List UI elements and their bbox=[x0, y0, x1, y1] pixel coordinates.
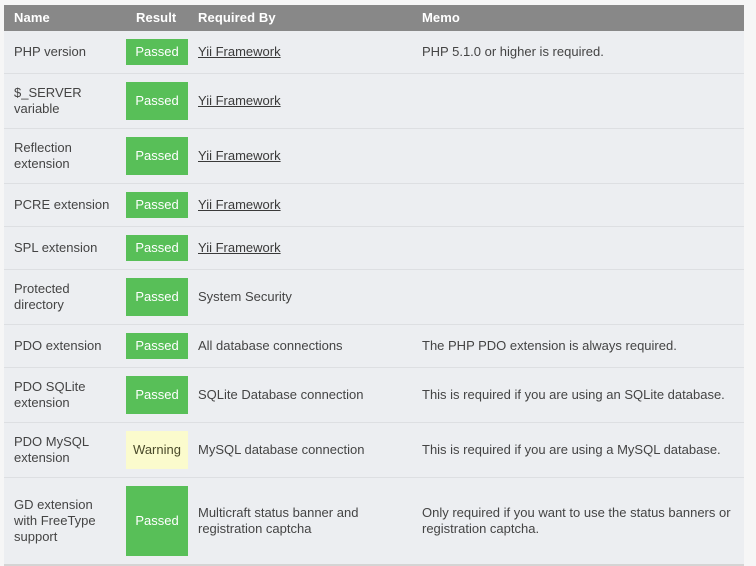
cell-name: PCRE extension bbox=[4, 183, 126, 227]
cell-name: PHP version bbox=[4, 31, 126, 74]
required-by-link[interactable]: Yii Framework bbox=[198, 148, 281, 163]
table-row: PDO SQLite extension Passed SQLite Datab… bbox=[4, 367, 744, 423]
status-badge: Passed bbox=[126, 486, 188, 556]
cell-required-by: Yii Framework bbox=[188, 183, 412, 227]
required-by-link[interactable]: Yii Framework bbox=[198, 93, 281, 108]
cell-name: PDO MySQL extension bbox=[4, 422, 126, 478]
status-badge: Passed bbox=[126, 137, 188, 175]
cell-result: Passed bbox=[126, 477, 188, 566]
table-row: Protected directory Passed System Securi… bbox=[4, 269, 744, 325]
required-by-text: All database connections bbox=[198, 338, 343, 353]
required-by-link[interactable]: Yii Framework bbox=[198, 44, 281, 59]
cell-memo bbox=[412, 183, 744, 227]
cell-result: Passed bbox=[126, 226, 188, 270]
column-header-required-by: Required By bbox=[188, 5, 412, 31]
required-by-text: SQLite Database connection bbox=[198, 387, 364, 402]
cell-result: Passed bbox=[126, 73, 188, 129]
cell-result: Passed bbox=[126, 324, 188, 368]
table-header-row: Name Result Required By Memo bbox=[4, 5, 744, 31]
status-badge: Passed bbox=[126, 82, 188, 120]
cell-required-by: System Security bbox=[188, 269, 412, 325]
cell-memo bbox=[412, 269, 744, 325]
cell-name: PDO extension bbox=[4, 324, 126, 368]
cell-result: Passed bbox=[126, 269, 188, 325]
requirements-table: Name Result Required By Memo PHP version… bbox=[4, 5, 744, 566]
cell-name: Reflection extension bbox=[4, 128, 126, 184]
table-row: PDO MySQL extension Warning MySQL databa… bbox=[4, 422, 744, 478]
status-badge: Warning bbox=[126, 431, 188, 469]
cell-name: Protected directory bbox=[4, 269, 126, 325]
column-header-name: Name bbox=[4, 5, 126, 31]
cell-result: Passed bbox=[126, 367, 188, 423]
status-badge: Passed bbox=[126, 192, 188, 218]
cell-required-by: SQLite Database connection bbox=[188, 367, 412, 423]
table-row: Reflection extension Passed Yii Framewor… bbox=[4, 128, 744, 184]
required-by-link[interactable]: Yii Framework bbox=[198, 197, 281, 212]
cell-memo: This is required if you are using an SQL… bbox=[412, 367, 744, 423]
status-badge: Passed bbox=[126, 278, 188, 316]
cell-memo bbox=[412, 73, 744, 129]
table-body: PHP version Passed Yii Framework PHP 5.1… bbox=[4, 31, 744, 566]
cell-memo: The PHP PDO extension is always required… bbox=[412, 324, 744, 368]
cell-memo: PHP 5.1.0 or higher is required. bbox=[412, 31, 744, 74]
cell-required-by: Yii Framework bbox=[188, 128, 412, 184]
cell-name: GD extension with FreeType support bbox=[4, 477, 126, 566]
cell-name: PDO SQLite extension bbox=[4, 367, 126, 423]
cell-required-by: Yii Framework bbox=[188, 226, 412, 270]
column-header-memo: Memo bbox=[412, 5, 744, 31]
cell-name: $_SERVER variable bbox=[4, 73, 126, 129]
required-by-link[interactable]: Yii Framework bbox=[198, 240, 281, 255]
requirements-check-panel: Name Result Required By Memo PHP version… bbox=[4, 5, 744, 566]
cell-memo: This is required if you are using a MySQ… bbox=[412, 422, 744, 478]
table-row: GD extension with FreeType support Passe… bbox=[4, 477, 744, 566]
cell-result: Passed bbox=[126, 31, 188, 74]
table-row: PHP version Passed Yii Framework PHP 5.1… bbox=[4, 31, 744, 74]
table-header: Name Result Required By Memo bbox=[4, 5, 744, 31]
table-row: PDO extension Passed All database connec… bbox=[4, 324, 744, 368]
table-row: SPL extension Passed Yii Framework bbox=[4, 226, 744, 270]
cell-result: Passed bbox=[126, 183, 188, 227]
cell-result: Warning bbox=[126, 422, 188, 478]
cell-required-by: MySQL database connection bbox=[188, 422, 412, 478]
table-row: PCRE extension Passed Yii Framework bbox=[4, 183, 744, 227]
status-badge: Passed bbox=[126, 376, 188, 414]
cell-memo bbox=[412, 226, 744, 270]
cell-result: Passed bbox=[126, 128, 188, 184]
status-badge: Passed bbox=[126, 235, 188, 261]
cell-required-by: Multicraft status banner and registratio… bbox=[188, 477, 412, 566]
cell-required-by: Yii Framework bbox=[188, 31, 412, 74]
cell-required-by: Yii Framework bbox=[188, 73, 412, 129]
cell-memo bbox=[412, 128, 744, 184]
status-badge: Passed bbox=[126, 39, 188, 65]
cell-name: SPL extension bbox=[4, 226, 126, 270]
table-row: $_SERVER variable Passed Yii Framework bbox=[4, 73, 744, 129]
status-badge: Passed bbox=[126, 333, 188, 359]
cell-required-by: All database connections bbox=[188, 324, 412, 368]
cell-memo: Only required if you want to use the sta… bbox=[412, 477, 744, 566]
required-by-text: Multicraft status banner and registratio… bbox=[198, 505, 359, 536]
required-by-text: MySQL database connection bbox=[198, 442, 365, 457]
required-by-text: System Security bbox=[198, 289, 292, 304]
column-header-result: Result bbox=[126, 5, 188, 31]
